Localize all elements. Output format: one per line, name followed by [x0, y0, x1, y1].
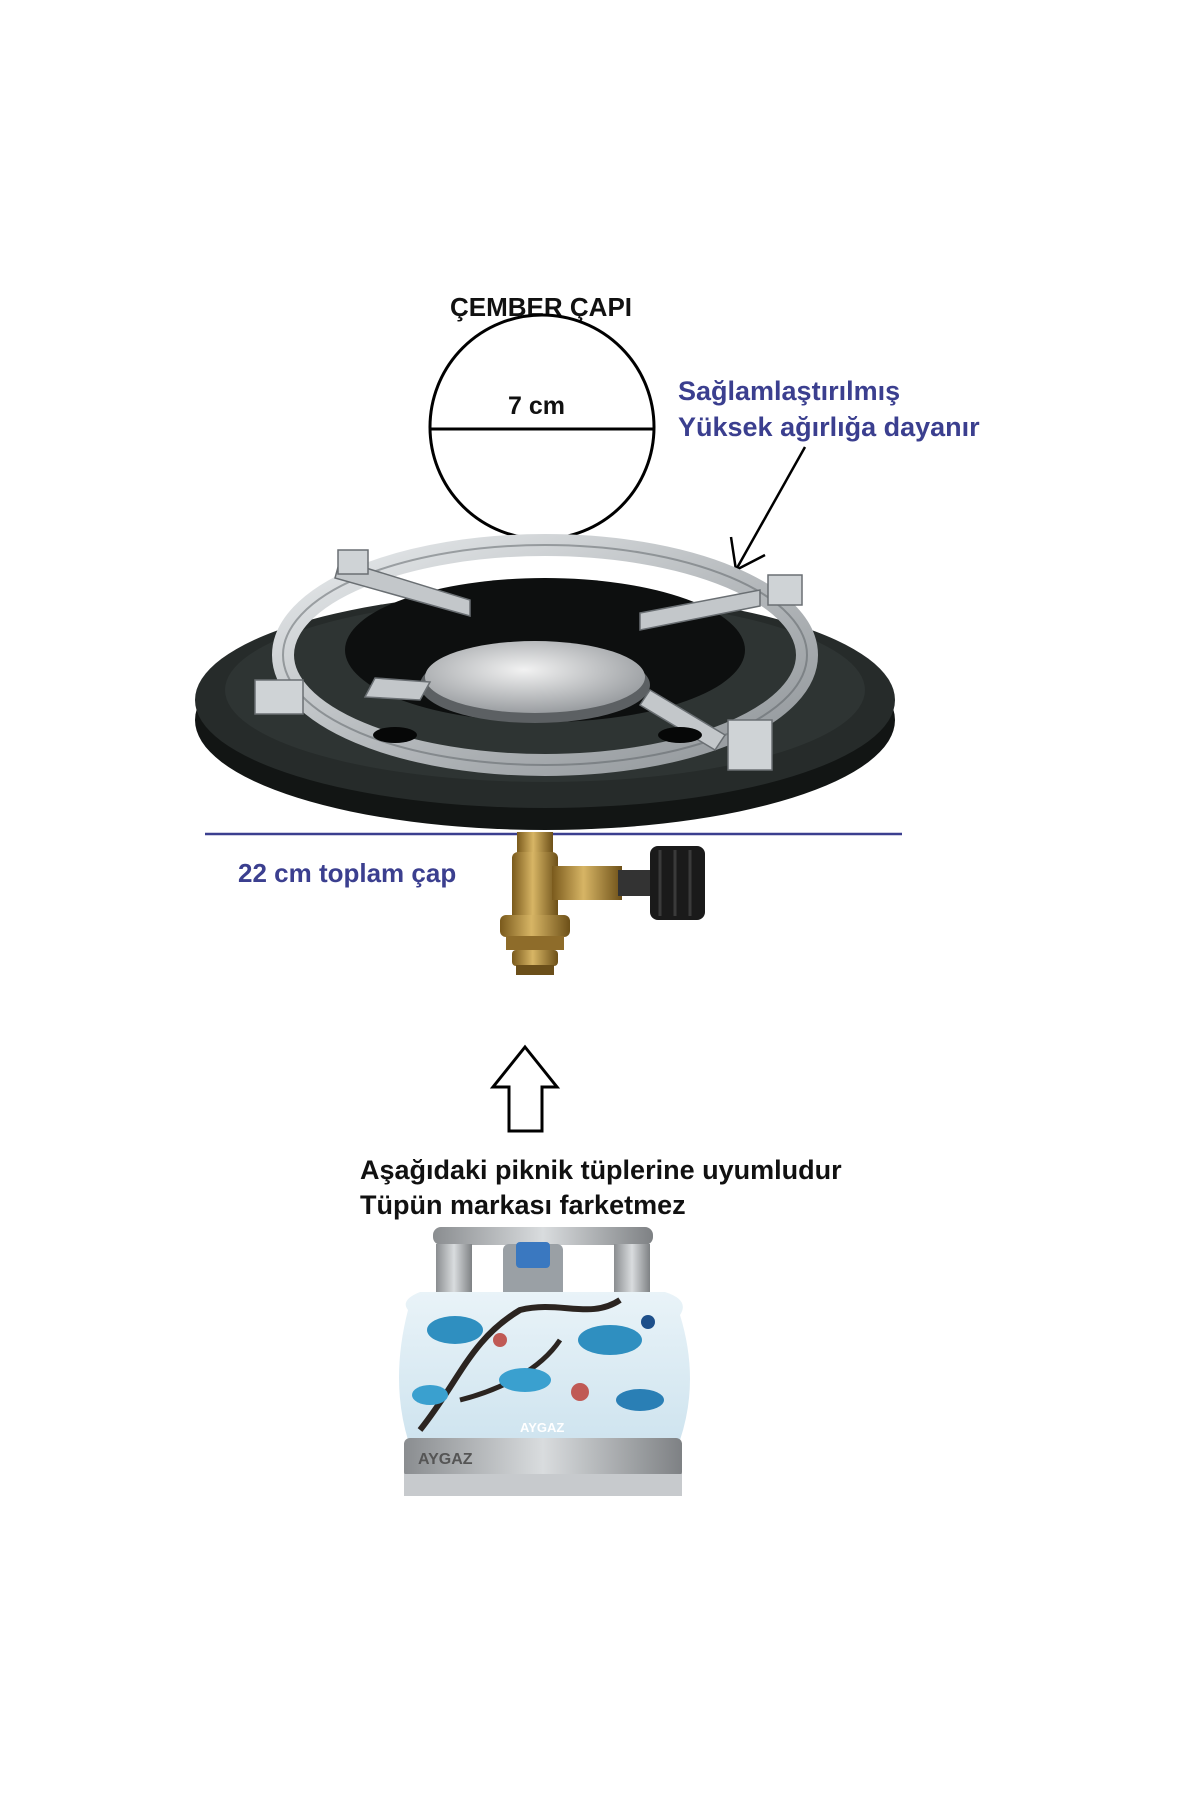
arrow-down-left-icon	[729, 446, 807, 572]
compat-line-2: Tüpün markası farketmez	[360, 1190, 686, 1220]
reinforced-line-1: Sağlamlaştırılmış	[678, 376, 901, 406]
valve-knob	[618, 846, 705, 920]
brass-valve	[500, 832, 622, 975]
circle-diameter-value: 7 cm	[508, 392, 565, 420]
circle-diagram	[428, 313, 656, 541]
total-diameter-label: 22 cm toplam çap	[238, 858, 457, 888]
canister-band-brand-text: AYGAZ	[520, 1420, 564, 1435]
reinforced-line-2: Yüksek ağırlığa dayanır	[678, 412, 980, 442]
circle-diameter-title: ÇEMBER ÇAPI	[450, 292, 633, 322]
gas-canister: AYGAZ AYGAZ	[399, 1227, 690, 1496]
compat-line-1: Aşağıdaki piknik tüplerine uyumludur	[360, 1155, 842, 1185]
canister-brand-text: AYGAZ	[418, 1451, 473, 1468]
burner-stove	[195, 534, 895, 830]
hollow-up-arrow-icon	[489, 1044, 561, 1133]
